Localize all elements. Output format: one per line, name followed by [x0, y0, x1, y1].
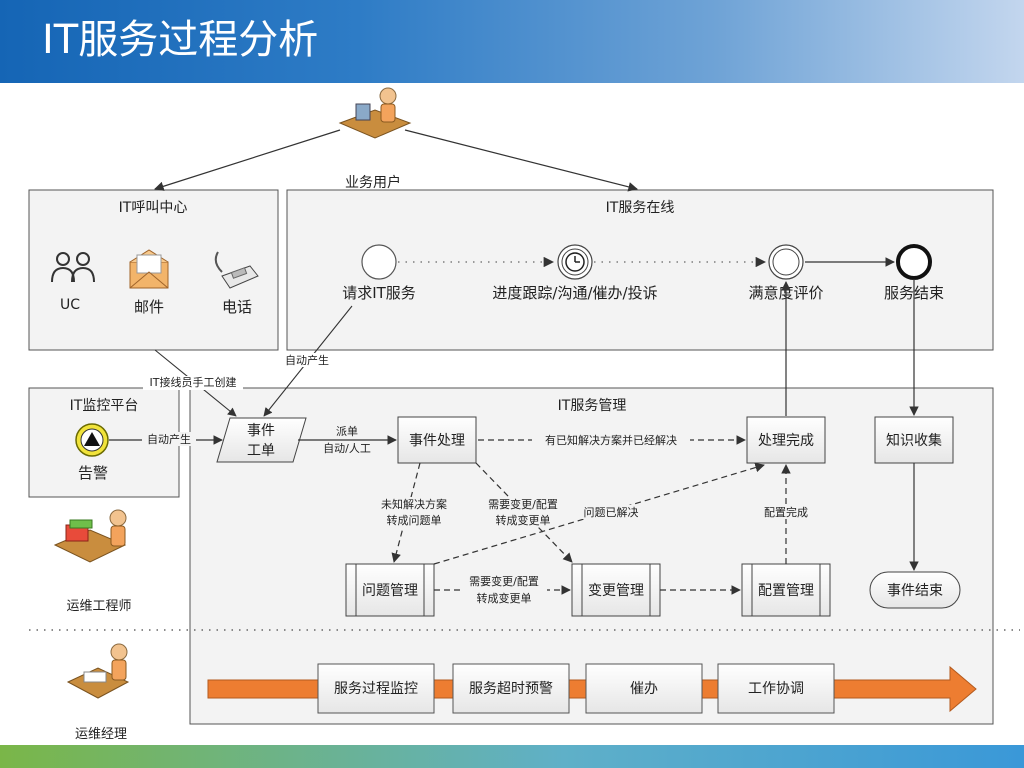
- unknown-line1: 未知解决方案: [381, 497, 447, 511]
- knowledge-collect-node: [874, 416, 954, 464]
- user-to-online-arrow: [404, 129, 638, 192]
- need-change2-line2: 转成变更单: [477, 591, 532, 605]
- config-done-bg: [757, 505, 815, 519]
- problem-label: 问题管理: [362, 583, 418, 599]
- timer-clock-icon: [557, 244, 593, 280]
- ops-manager-label: 运维经理: [75, 727, 127, 742]
- business-user-icon: [338, 87, 412, 139]
- problem-solved-label: 问题已解决: [584, 505, 639, 519]
- uc-users-icon: [51, 252, 95, 283]
- auto-gen-2-label: 自动产生: [147, 432, 191, 446]
- change-mgmt-node: [571, 563, 661, 617]
- need-change-arrow: [475, 462, 573, 563]
- mail-envelope-icon: [129, 249, 169, 289]
- header-banner: IT服务过程分析: [0, 0, 1024, 83]
- phone-label: 电话: [222, 298, 252, 316]
- event-end-label: 事件结束: [887, 583, 943, 599]
- telephone-icon: [214, 251, 259, 289]
- bottom-box-timeout: [452, 663, 570, 714]
- problem-solved-bg: [578, 505, 644, 519]
- auto-gen-1-label: 自动产生: [285, 353, 329, 367]
- bottom-label-timeout: 服务超时预警: [469, 681, 553, 697]
- monitor-platform-title: IT监控平台: [70, 398, 139, 414]
- change-label: 变更管理: [588, 583, 644, 599]
- unknown-solution-bg: [373, 497, 455, 527]
- config-mgmt-node: [741, 563, 831, 617]
- incident-handling-node: [397, 416, 477, 464]
- manual-create-label: IT接线员手工创建: [150, 375, 237, 389]
- user-to-callcenter-arrow: [154, 129, 341, 191]
- dispatch-line2: 自动/人工: [323, 442, 371, 455]
- footer-bar: [0, 745, 1024, 768]
- unknown-line2: 转成问题单: [387, 513, 442, 527]
- need-change-line1: 需要变更/配置: [488, 497, 558, 511]
- need-change-line2: 转成变更单: [496, 513, 551, 527]
- process-diagram: IT呼叫中心 IT服务在线 IT监控平台 IT服务管理 业务用户 UC 邮件 电…: [28, 87, 1020, 742]
- dispatch-line1: 派单: [336, 425, 358, 438]
- mail-label: 邮件: [134, 298, 164, 316]
- request-label: 请求IT服务: [342, 284, 416, 302]
- satisfaction-event: [768, 244, 804, 280]
- auto-gen-2-bg: [142, 432, 196, 446]
- bottom-box-coordinate: [717, 663, 835, 714]
- event-ticket-node: [216, 417, 307, 463]
- need-change2-line1: 需要变更/配置: [469, 574, 539, 588]
- need-change-bg: [480, 497, 566, 527]
- service-mgmt-title: IT服务管理: [558, 398, 627, 414]
- uc-label: UC: [60, 297, 80, 313]
- need-change2-bg: [461, 574, 547, 606]
- ops-engineer-icon: [53, 509, 127, 563]
- service-online-panel: [286, 189, 994, 351]
- alarm-label: 告警: [78, 464, 108, 482]
- bottom-box-monitor: [317, 663, 435, 714]
- auto-gen-1-bg: [280, 353, 334, 367]
- event-end-node: [869, 571, 961, 609]
- bottom-label-monitor: 服务过程监控: [334, 681, 418, 697]
- bottom-box-urge: [585, 663, 703, 714]
- business-user-label: 业务用户: [345, 174, 401, 191]
- known-solution-label: 有已知解决方案并已经解决: [545, 433, 677, 447]
- done-label: 处理完成: [758, 433, 814, 449]
- problem-mgmt-node: [345, 563, 435, 617]
- ticket-line1: 事件: [247, 423, 275, 439]
- bottom-label-urge: 催办: [630, 681, 658, 697]
- call-center-title: IT呼叫中心: [119, 200, 188, 216]
- service-end-event: [896, 244, 932, 280]
- page-title: IT服务过程分析: [42, 17, 319, 63]
- ticket-line2: 工单: [247, 443, 275, 459]
- incident-label: 事件处理: [409, 433, 465, 449]
- bottom-label-coordinate: 工作协调: [748, 681, 804, 697]
- ops-engineer-label: 运维工程师: [66, 599, 131, 614]
- handling-done-node: [746, 416, 826, 464]
- config-done-label: 配置完成: [764, 505, 808, 519]
- alarm-warning-icon: [75, 423, 109, 457]
- knowledge-label: 知识收集: [886, 432, 942, 449]
- known-solution-bg: [532, 433, 690, 447]
- tracking-label: 进度跟踪/沟通/催办/投诉: [492, 284, 657, 302]
- service-online-title: IT服务在线: [606, 200, 675, 216]
- request-start-event: [361, 244, 397, 280]
- manual-create-bg: [143, 376, 243, 390]
- config-label: 配置管理: [758, 583, 814, 599]
- ops-manager-icon: [66, 643, 130, 699]
